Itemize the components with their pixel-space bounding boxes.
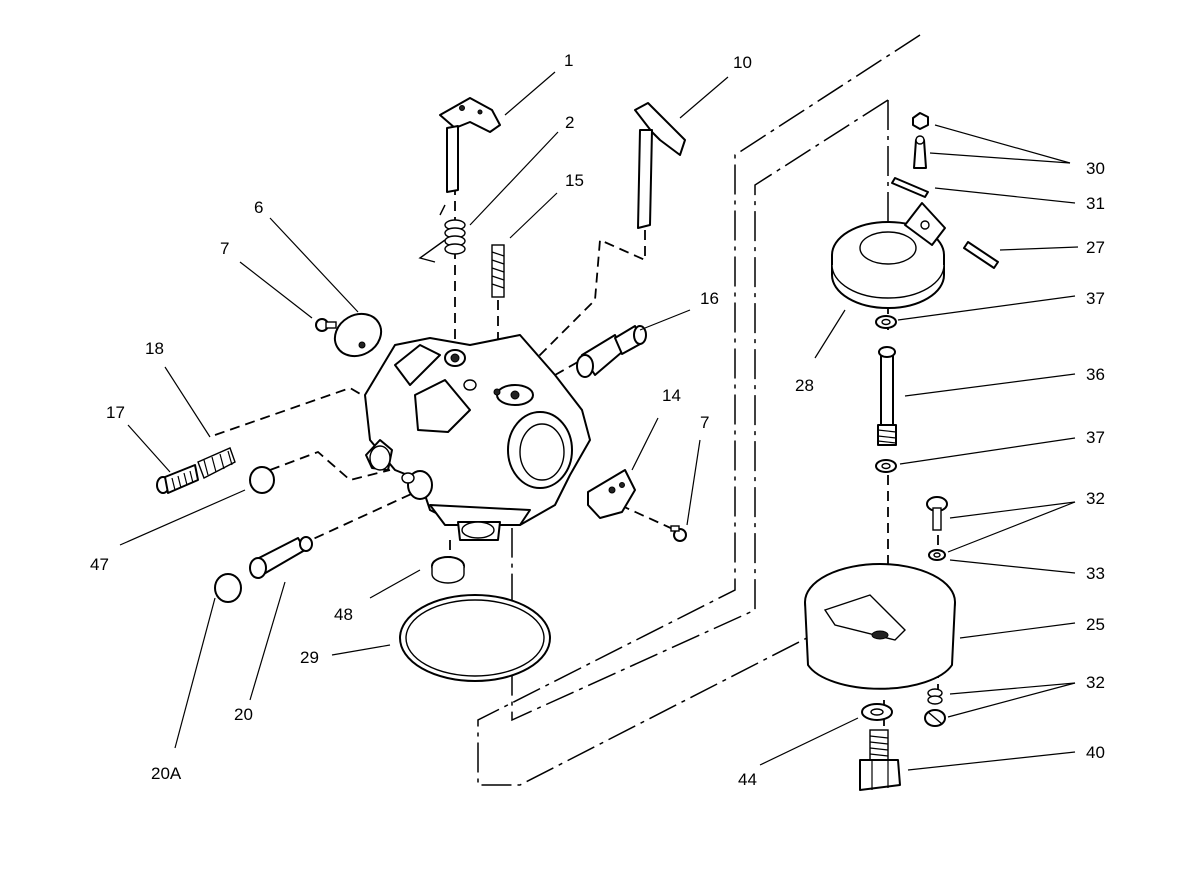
part-spring-32-bottom — [924, 688, 946, 727]
callout-32-top: 32 — [1086, 489, 1105, 508]
callout-27: 27 — [1086, 238, 1105, 257]
part-float-28 — [831, 202, 946, 309]
callout-18: 18 — [145, 339, 164, 358]
callout-16: 16 — [700, 289, 719, 308]
callout-30: 30 — [1086, 159, 1105, 178]
callout-leader-lines — [119, 71, 1079, 771]
part-idle-mixture-screw — [156, 464, 199, 494]
part-choke-plate-14 — [587, 469, 636, 519]
callout-10: 10 — [733, 53, 752, 72]
callout-20A: 20A — [151, 764, 182, 783]
part-screw-7-left — [315, 318, 337, 332]
callout-14: 14 — [662, 386, 681, 405]
part-carburetor-body — [364, 334, 591, 541]
part-washer-44 — [861, 703, 893, 721]
callout-36: 36 — [1086, 365, 1105, 384]
part-screw-32-top — [926, 496, 948, 531]
part-choke-plate — [333, 312, 383, 358]
part-throttle-shaft — [439, 97, 501, 193]
part-welch-plug-47 — [249, 466, 275, 494]
part-screw-7-right — [670, 525, 687, 542]
callout-48: 48 — [334, 605, 353, 624]
part-choke-shaft — [634, 102, 686, 229]
callout-2: 2 — [565, 113, 574, 132]
callout-44: 44 — [738, 770, 757, 789]
callout-6: 6 — [254, 198, 263, 217]
callout-7-right: 7 — [700, 413, 709, 432]
part-washer-37-bottom — [875, 459, 897, 473]
part-washer-37-top — [875, 315, 897, 329]
part-idle-screw-spring — [197, 447, 236, 479]
part-float-bowl-25 — [804, 563, 956, 690]
callout-20: 20 — [234, 705, 253, 724]
part-float-shaft-36 — [877, 346, 897, 446]
part-bowl-nut-40 — [859, 729, 901, 791]
callout-29: 29 — [300, 648, 319, 667]
callout-15: 15 — [565, 171, 584, 190]
part-nut-30 — [912, 112, 929, 169]
part-washer-33 — [928, 549, 946, 561]
part-fuel-inlet-16 — [576, 325, 647, 378]
part-main-jet-20 — [249, 536, 313, 579]
callout-28: 28 — [795, 376, 814, 395]
part-bowl-gasket-29 — [399, 594, 551, 682]
assembly-guide-lines — [214, 34, 939, 786]
part-gasket-48 — [431, 556, 465, 584]
callout-1: 1 — [564, 51, 573, 70]
part-clip-31 — [891, 177, 929, 198]
part-idle-spring — [491, 244, 505, 298]
callout-37-bottom: 37 — [1086, 428, 1105, 447]
callout-33: 33 — [1086, 564, 1105, 583]
callout-7-left: 7 — [220, 239, 229, 258]
part-throttle-spring — [418, 204, 466, 263]
callout-17: 17 — [106, 403, 125, 422]
callout-25: 25 — [1086, 615, 1105, 634]
callout-31: 31 — [1086, 194, 1105, 213]
part-cap-20A — [214, 573, 242, 603]
callout-40: 40 — [1086, 743, 1105, 762]
part-pin-27 — [963, 241, 999, 269]
callout-47: 47 — [90, 555, 109, 574]
callout-37-top: 37 — [1086, 289, 1105, 308]
callout-32-bottom: 32 — [1086, 673, 1105, 692]
callout-labels: 1 2 15 10 6 7 18 17 16 14 7 47 48 29 20 … — [90, 51, 1105, 789]
